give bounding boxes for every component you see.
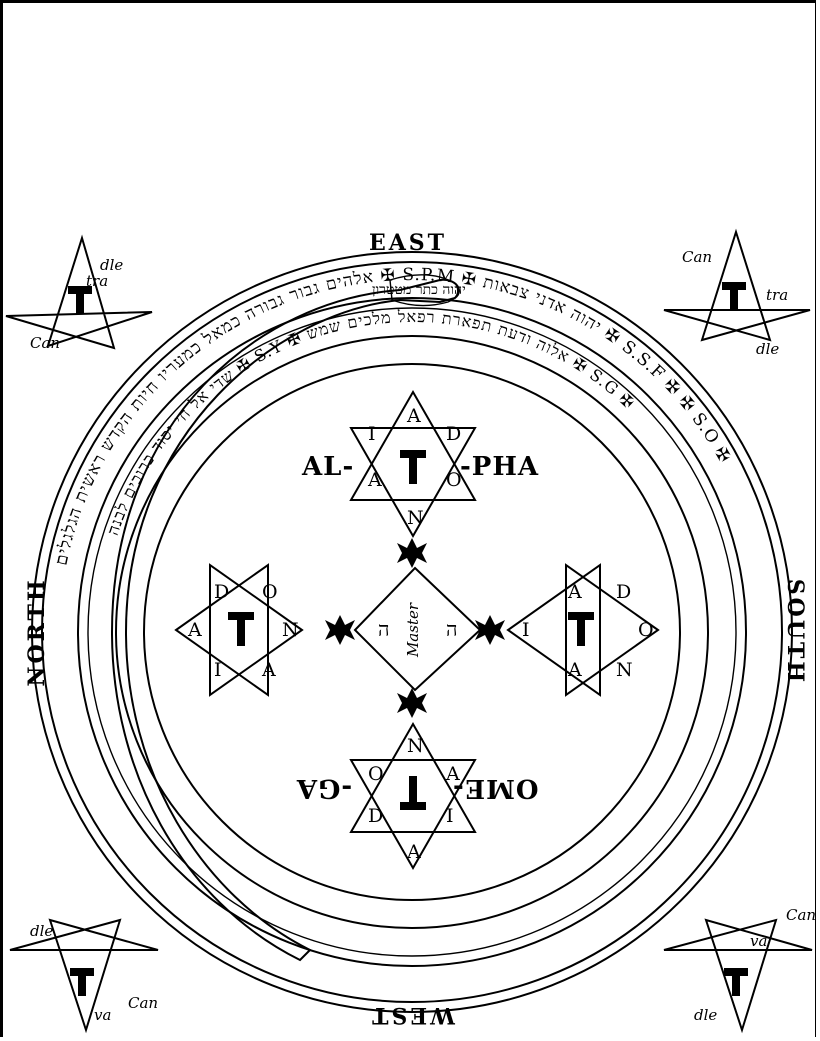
- label-east: EAST: [369, 230, 447, 256]
- pent-br-word-3: va: [750, 932, 767, 950]
- hex-top-letter-6: I: [368, 423, 376, 445]
- hex-right-letter-1: I: [522, 619, 530, 641]
- pentagram-top-left: Can dle tra: [6, 238, 152, 352]
- hex-left-letter-6: I: [214, 659, 222, 681]
- pent-bl-word-2: dle: [30, 922, 53, 940]
- hex-right-letter-3: D: [616, 581, 631, 603]
- hex-right-letter-6: A: [567, 659, 582, 681]
- hex-right-letter-2: A: [567, 581, 582, 603]
- pent-br-word-1: Can: [786, 906, 816, 924]
- hex-left-letter-1: A: [187, 619, 202, 641]
- pent-tl-word-3: tra: [86, 272, 108, 290]
- alpha-right: -PHA: [460, 452, 539, 482]
- diamond-letter-left: ה: [378, 617, 390, 641]
- pent-bl-word-3: va: [94, 1006, 111, 1024]
- master-label: Master: [404, 602, 422, 658]
- hex-top-letter-1: A: [406, 405, 421, 427]
- pentagram-top-right: Can dle tra: [664, 232, 810, 358]
- cross-top: [397, 538, 427, 568]
- alpha-left: AL-: [301, 452, 354, 482]
- hex-bottom-letter-6: O: [368, 763, 384, 785]
- pentagram-bottom-left: Can dle va: [10, 920, 158, 1030]
- serpent-inscription: יהוה כתר מטטרון: [372, 282, 466, 298]
- omega-left: OME-: [452, 773, 539, 803]
- hex-bottom-letter-4: A: [406, 841, 421, 863]
- hex-top-letter-2: D: [446, 423, 461, 445]
- hex-left-letter-3: O: [262, 581, 278, 603]
- pent-br-word-2: dle: [694, 1006, 717, 1024]
- hex-bottom-letter-1: N: [407, 735, 424, 757]
- label-north: NORTH: [24, 577, 50, 686]
- omega-right: -GA: [296, 773, 352, 803]
- cross-bottom: [397, 688, 427, 718]
- hex-bottom-letter-3: I: [446, 805, 454, 827]
- hex-left-letter-5: A: [261, 659, 276, 681]
- hex-top-letter-4: N: [407, 507, 424, 529]
- pent-tr-word-1: Can: [682, 248, 712, 266]
- hex-left-letter-2: D: [214, 581, 229, 603]
- hex-bottom-letter-5: D: [368, 805, 383, 827]
- cross-left: [325, 615, 355, 645]
- diamond-letter-right: ה: [446, 617, 458, 641]
- pentagram-bottom-right: Can dle va: [664, 906, 816, 1030]
- hex-top-letter-5: A: [367, 469, 382, 491]
- pent-tr-word-3: tra: [766, 286, 788, 304]
- hex-right-letter-5: N: [616, 659, 633, 681]
- label-south: SOUTH: [782, 579, 808, 685]
- pent-tr-word-2: dle: [756, 340, 779, 358]
- pent-tl-word-1: Can: [30, 334, 60, 352]
- hex-left-letter-4: N: [282, 619, 299, 641]
- hex-right-letter-4: O: [638, 619, 654, 641]
- pent-bl-word-1: Can: [128, 994, 158, 1012]
- hexagram-right: [508, 565, 658, 695]
- label-west: WEST: [369, 1002, 456, 1028]
